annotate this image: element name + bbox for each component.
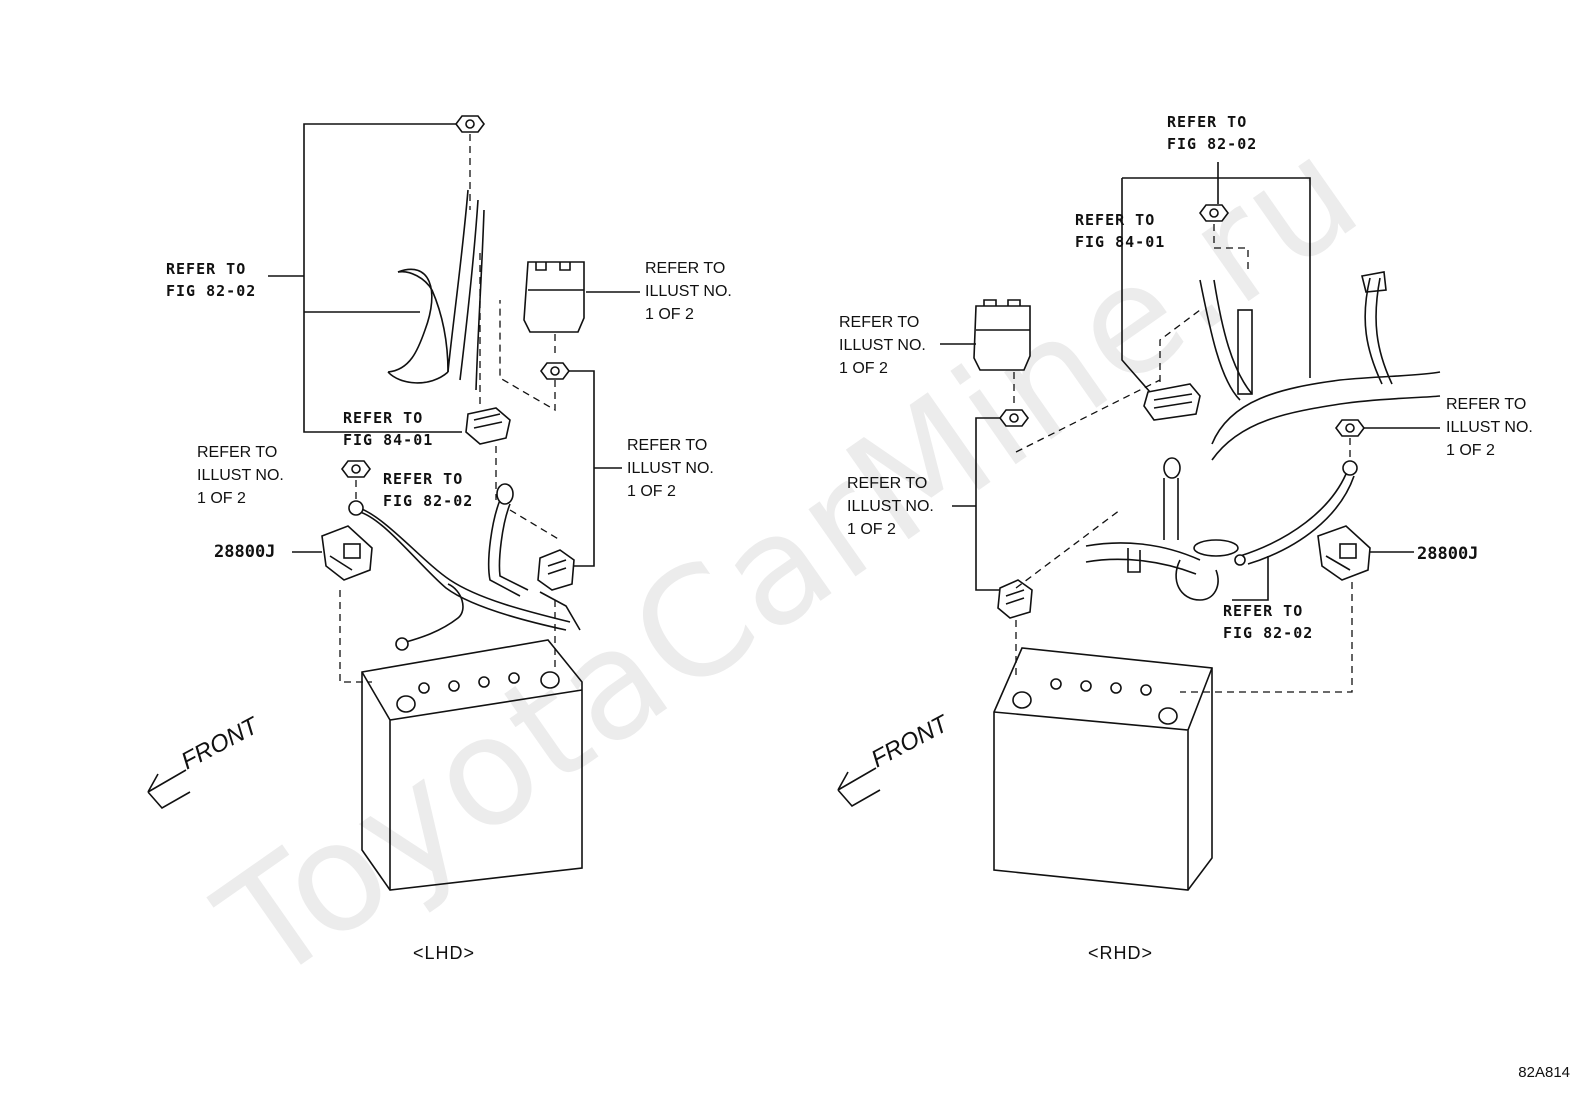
rhd-clamp: [997, 579, 1033, 619]
lhd-wire-harness: [387, 189, 485, 391]
rhd-battery-cable: [1085, 457, 1358, 601]
rhd-top-nut: [1199, 204, 1229, 222]
lhd-cover-nut: [540, 362, 570, 380]
rhd-wire-harness: [1199, 271, 1441, 461]
figure-id: 82A814: [1518, 1064, 1570, 1081]
lhd-ref-illust-nut: REFER TO ILLUST NO. 1 OF 2: [197, 444, 284, 507]
rhd-right-nut: [1335, 419, 1365, 437]
rhd-cover-nut: [999, 409, 1029, 427]
rhd-28800J-sensor: [1317, 525, 1371, 581]
lhd-ref-fig-82-02-cable: REFER TO FIG 82-02: [383, 470, 474, 510]
rhd-ref-fig-84-01: REFER TO FIG 84-01: [1075, 211, 1166, 251]
rhd-front-arrow: [837, 767, 881, 808]
rhd-ref-illust-cover: REFER TO ILLUST NO. 1 OF 2: [839, 314, 926, 377]
lhd-battery-cable: [348, 483, 581, 651]
lhd-front-arrow: [147, 769, 191, 810]
lhd-top-nut: [455, 115, 485, 133]
rhd-fuse-block: [1143, 383, 1201, 421]
lhd-28800J-sensor: [321, 525, 373, 581]
rhd-battery: [993, 647, 1213, 891]
rhd-ref-fig-82-02-top: REFER TO FIG 82-02: [1167, 113, 1258, 153]
rhd-part-number: 28800J: [1417, 544, 1479, 564]
rhd-caption: <RHD>: [1088, 943, 1154, 963]
lhd-ref-illust-clamp: REFER TO ILLUST NO. 1 OF 2: [627, 437, 714, 500]
rhd-terminal-cover: [973, 299, 1031, 371]
lhd-terminal-cover: [523, 261, 585, 333]
rhd-ref-illust-nut: REFER TO ILLUST NO. 1 OF 2: [1446, 396, 1533, 459]
lhd-fuse-block: [465, 407, 511, 445]
lhd-left-nut: [341, 460, 371, 478]
lhd-group: [147, 115, 640, 891]
lhd-clamp: [537, 549, 575, 591]
rhd-ref-fig-82-02-cable: REFER TO FIG 82-02: [1223, 602, 1314, 642]
lhd-part-number: 28800J: [214, 542, 276, 562]
rhd-group: [837, 162, 1441, 891]
lhd-ref-fig-84-01: REFER TO FIG 84-01: [343, 409, 434, 449]
lhd-ref-fig-82-02-top: REFER TO FIG 82-02: [166, 260, 257, 300]
rhd-ref-illust-clamp: REFER TO ILLUST NO. 1 OF 2: [847, 475, 934, 538]
lhd-ref-illust-cover: REFER TO ILLUST NO. 1 OF 2: [645, 260, 732, 323]
lhd-caption: <LHD>: [413, 943, 476, 963]
lhd-battery: [361, 639, 583, 891]
